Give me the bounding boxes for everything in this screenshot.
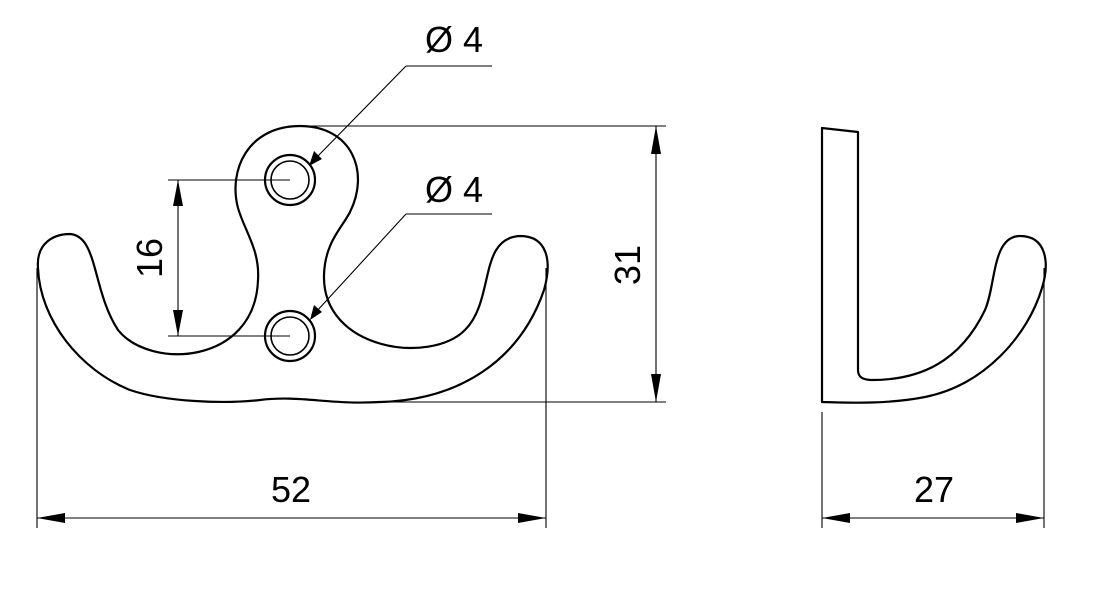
front-view: Ø 4 Ø 4 16 31: [36, 19, 666, 528]
leader-bottom-hole: [310, 213, 492, 320]
width-label: 52: [271, 469, 311, 510]
depth-dimension: [821, 268, 1045, 528]
side-hook-outline: [820, 126, 1047, 404]
depth-label: 27: [914, 469, 954, 510]
hole-spacing-dimension: [168, 179, 290, 337]
width-dimension: [36, 268, 547, 528]
front-hook-outline: [36, 124, 549, 404]
leader-top-hole: [309, 65, 492, 166]
height-dimension: [300, 125, 666, 403]
hole-spacing-label: 16: [129, 238, 170, 278]
top-hole-diameter-label: Ø 4: [425, 19, 483, 60]
height-label: 31: [607, 245, 648, 285]
side-view: 27: [820, 126, 1047, 528]
bottom-hole-diameter-label: Ø 4: [425, 169, 483, 210]
